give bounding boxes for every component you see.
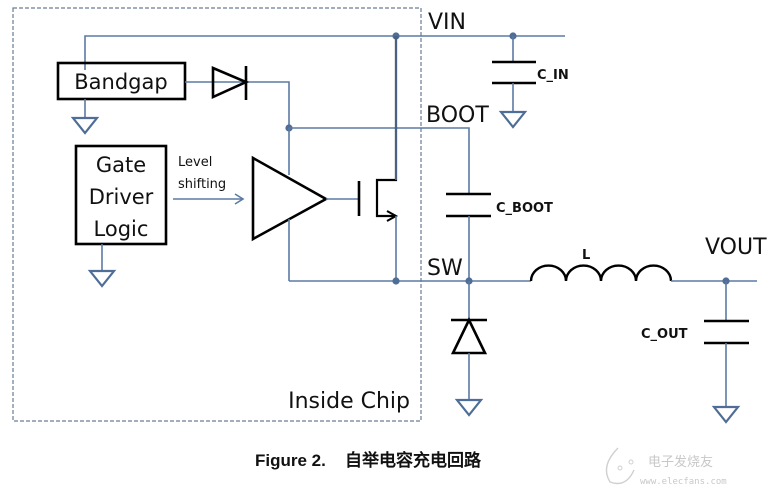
vin-label: VIN [428,10,466,35]
bandgap-ground-icon [70,116,100,135]
freewheel-diode-triangle [450,317,488,355]
gdl-ground-icon [87,269,117,288]
boot-diode-triangle [211,66,250,100]
vout-label: VOUT [705,235,767,260]
boot-label: BOOT [426,103,489,128]
cout-ground-icon [711,405,741,424]
watermark: 电子发烧友 www.elecfans.com [605,447,727,487]
inside-chip-label: Inside Chip [288,389,410,414]
boot-wire [289,127,470,194]
vin-rail-wire [84,35,565,70]
source-junction-dot [392,277,400,285]
sw-label: SW [427,256,463,281]
bandgap-label: Bandgap [74,70,167,94]
bandgap-diode-wire [185,81,290,128]
chip-boundary [12,7,422,422]
gate-driver-label-line2: Driver [89,185,154,209]
gate-driver-logic-block [74,144,168,246]
bandgap-block [56,61,187,101]
watermark-name: 电子发烧友 [648,454,713,470]
level-shifting-label-line1: Level [178,155,212,170]
figure-number: Figure 2. [255,451,326,470]
inductor-coil [529,264,673,282]
cout-label: C_OUT [641,327,688,342]
cin-ground-icon [498,110,528,129]
cin-label: C_IN [537,68,569,83]
figure-caption: 自举电容充电回路 [345,450,482,470]
mosfet-channel [375,36,398,218]
watermark-logo-icon [605,447,635,485]
watermark-logo-dot2-icon [628,459,634,465]
level-shifting-label-line2: shifting [178,177,226,192]
gate-driver-label-line1: Gate [96,153,146,177]
cboot-label: C_BOOT [496,201,553,216]
diode-ground-icon [454,398,484,417]
inductor-label: L [582,248,590,263]
watermark-logo-dot-icon [617,465,623,471]
watermark-url: www.elecfans.com [640,477,727,487]
gate-driver-label-line3: Logic [94,217,149,241]
level-shift-arrowhead-icon [234,193,245,205]
